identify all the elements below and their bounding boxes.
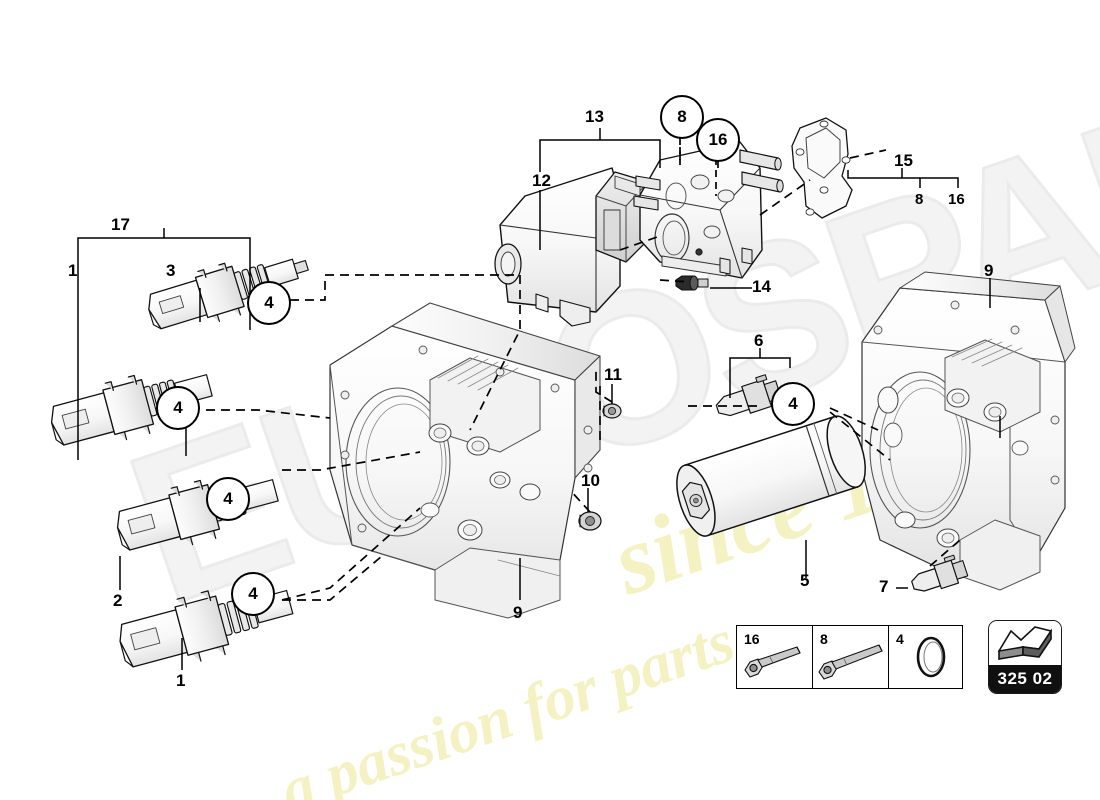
legend-cell-16: 16 [737, 626, 813, 688]
item-number-15: 15 [894, 151, 913, 170]
assembly-dashed-lines [206, 142, 961, 601]
solenoid-valve-1-lower [119, 589, 294, 668]
hardware-legend: 16 8 [736, 625, 963, 689]
item-number-17: 17 [111, 215, 130, 234]
callout-4-upper-mid[interactable]: 4 [156, 386, 200, 430]
hydraulic-pump-body [633, 141, 784, 279]
item-number-10: 10 [581, 471, 600, 490]
solenoid-valve-2 [116, 479, 279, 551]
legend-number-16: 16 [744, 631, 760, 647]
pressure-accumulator [676, 415, 866, 537]
screw-plug-11 [602, 403, 622, 419]
item-number-5: 5 [800, 571, 810, 590]
item-number-1-bottom: 1 [176, 671, 186, 690]
screw-plug-14 [675, 275, 709, 291]
chevron-3d-icon [989, 621, 1061, 665]
callout-16-pump[interactable]: 16 [696, 118, 740, 162]
gearbox-housing-center [329, 302, 601, 619]
hex-socket-bolt-short-icon [744, 646, 801, 678]
item-number-11: 11 [604, 365, 622, 384]
diagram-reference-badge: 325 02 [988, 620, 1062, 694]
callout-dashed-leaders [679, 135, 717, 196]
screw-plug-10 [578, 511, 602, 531]
solenoid-valve-3 [148, 258, 309, 330]
item-number-16-gasket: 16 [948, 191, 965, 208]
legend-cell-8: 8 [813, 626, 889, 688]
hex-socket-bolt-long-icon [818, 644, 883, 680]
item-number-9-center: 9 [513, 603, 523, 622]
callout-4-top[interactable]: 4 [247, 281, 291, 325]
item-number-1-top: 1 [68, 261, 78, 280]
legend-cell-4: 4 [889, 626, 962, 688]
flange-gasket [791, 117, 853, 219]
o-ring-seal-icon [916, 636, 946, 678]
item-number-12: 12 [532, 171, 551, 190]
item-number-2: 2 [113, 591, 123, 610]
item-number-9-right: 9 [984, 261, 994, 280]
item-number-8-gasket: 8 [915, 191, 924, 208]
callout-4-lower[interactable]: 4 [231, 572, 275, 616]
item-number-6: 6 [754, 331, 764, 350]
gearbox-housing-right [861, 271, 1076, 591]
callout-4-mid[interactable]: 4 [206, 477, 250, 521]
item-number-7: 7 [879, 577, 889, 596]
leader-lines [77, 128, 1001, 670]
legend-number-4: 4 [896, 631, 904, 647]
transmission-control-unit [494, 167, 649, 327]
item-number-3: 3 [166, 261, 176, 280]
item-number-13: 13 [585, 107, 604, 126]
pressure-switch-7 [911, 554, 969, 592]
callout-4-sensor[interactable]: 4 [771, 382, 815, 426]
item-number-14: 14 [752, 277, 771, 296]
legend-number-8: 8 [820, 631, 828, 647]
reference-code: 325 02 [989, 665, 1061, 693]
